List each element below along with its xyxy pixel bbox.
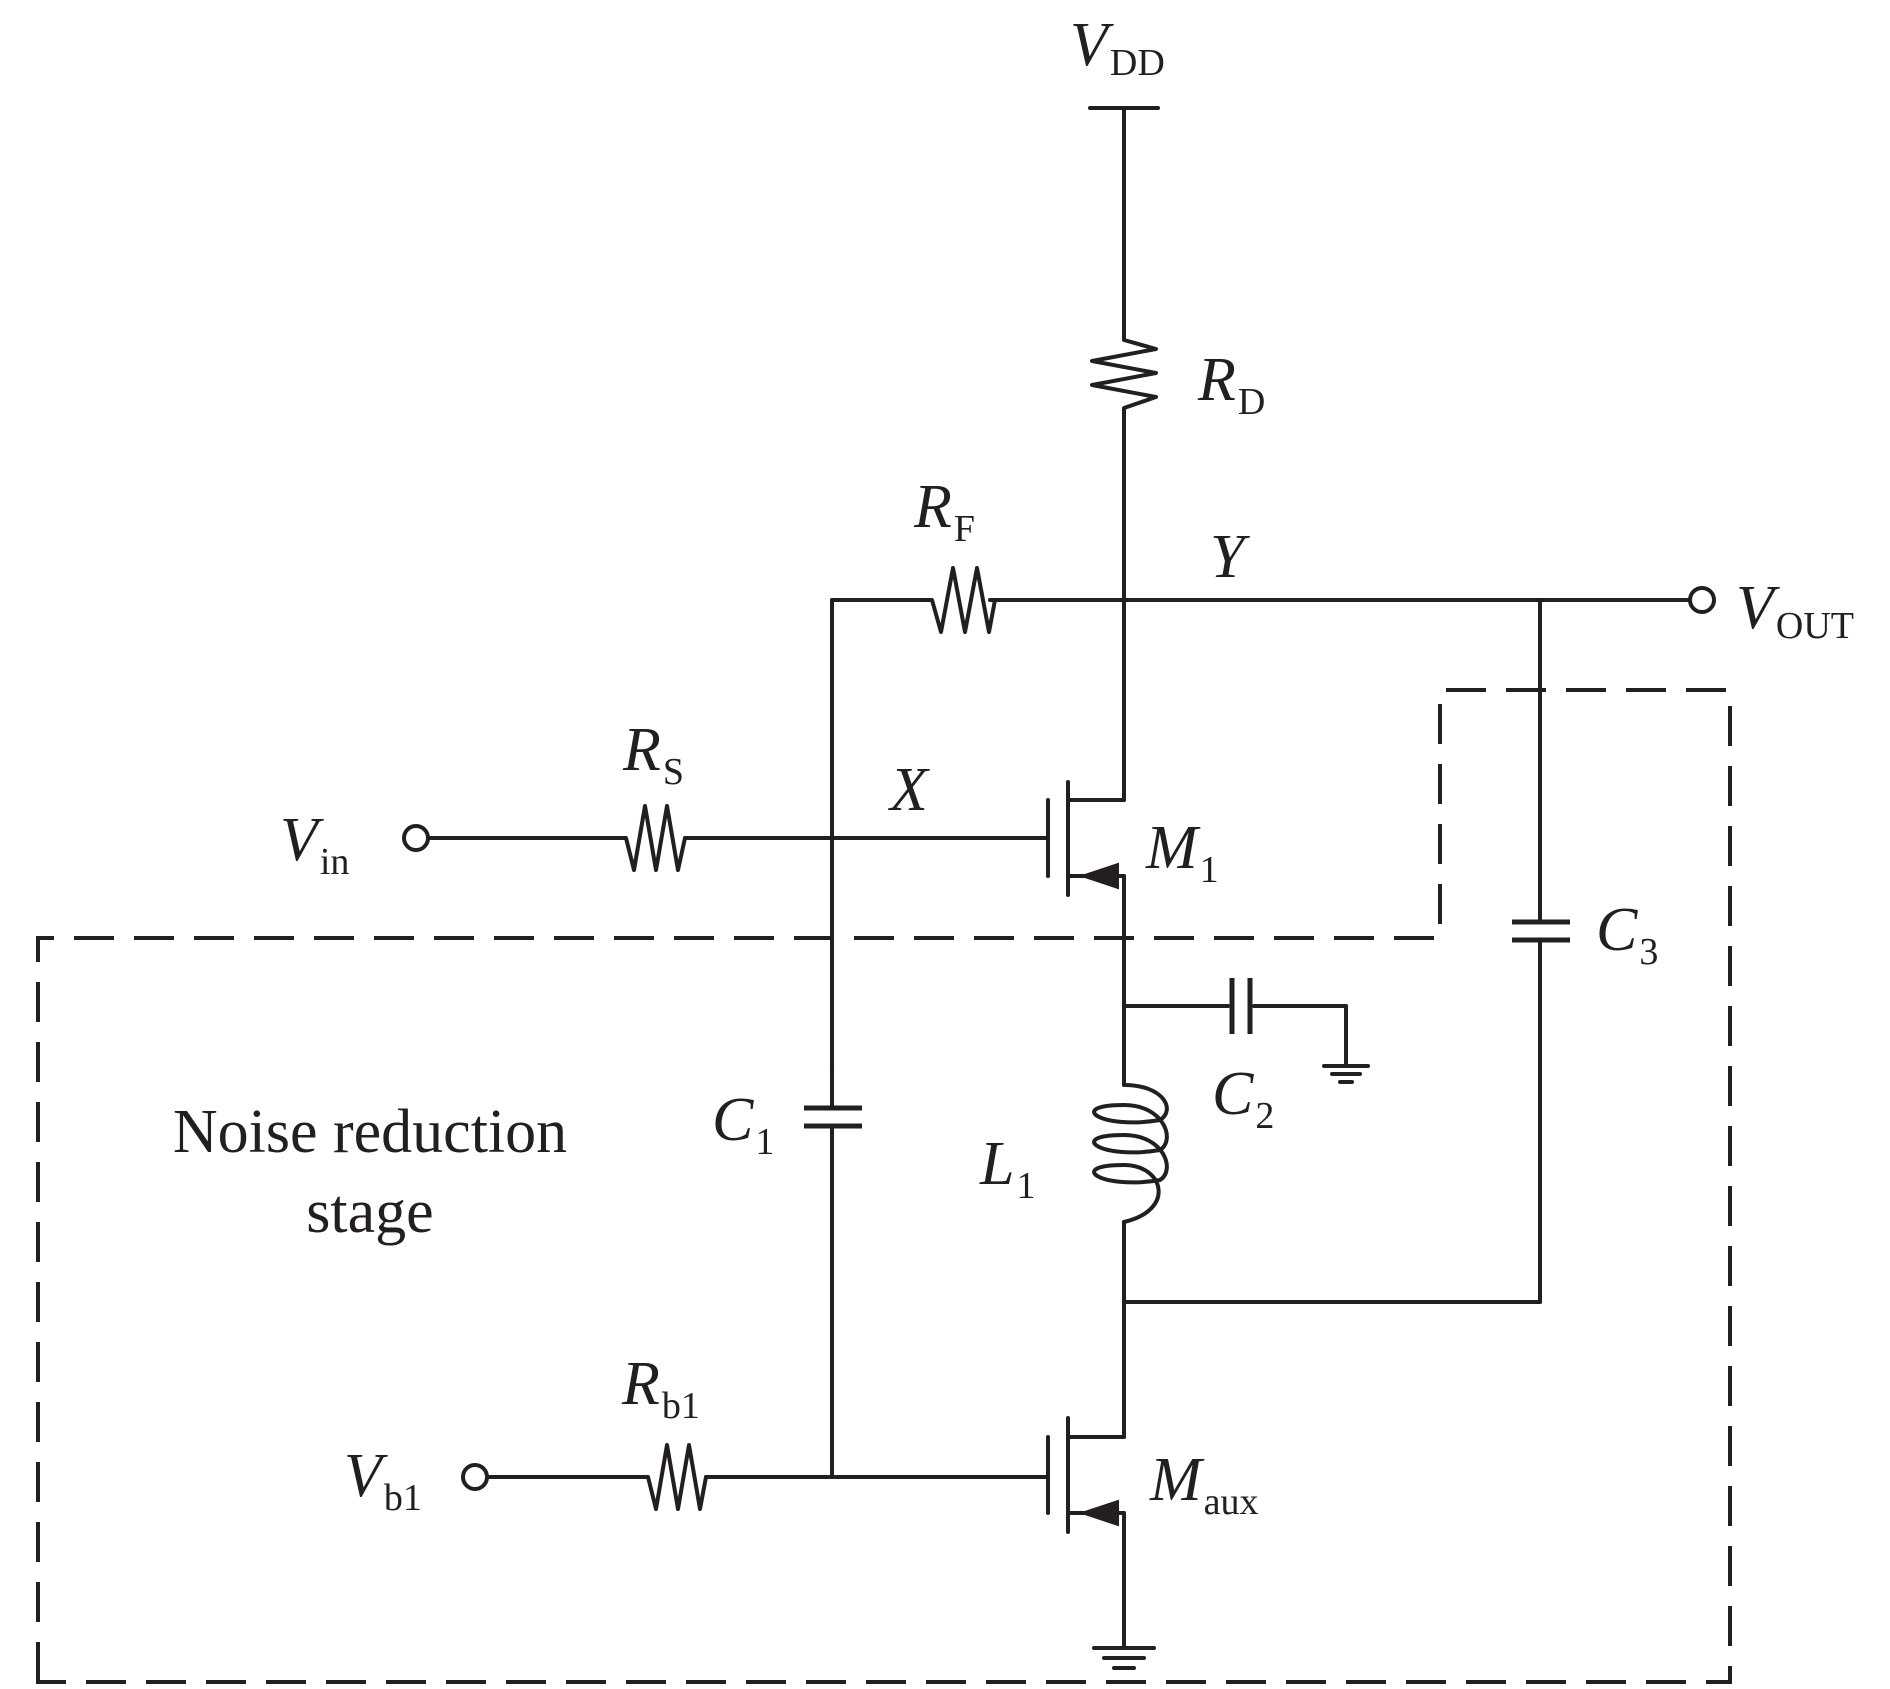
capacitor-c1 (804, 1070, 862, 1478)
noise-reduction-boundary (36, 688, 1732, 1684)
label-l1: L1 (979, 1130, 1035, 1207)
inductor-l1 (1092, 1083, 1169, 1224)
vb1-terminal[interactable] (461, 1463, 489, 1491)
label-vdd: VDD (1070, 11, 1165, 84)
label-c2: C2 (1212, 1060, 1274, 1137)
label-vin: Vin (280, 806, 349, 883)
label-m1: M1 (1145, 814, 1219, 891)
label-node-y: Y (1210, 523, 1250, 591)
vin-terminal[interactable] (402, 824, 430, 852)
label-noise-reduction-stage-line1: Noise reduction (173, 1098, 567, 1166)
label-noise-reduction-stage-line2: stage (306, 1178, 433, 1246)
label-vout: VOUT (1736, 574, 1854, 647)
label-maux: Maux (1149, 1446, 1259, 1523)
label-rd: RD (1197, 346, 1265, 423)
resistor-rb1 (638, 1443, 708, 1511)
resistor-rf (923, 566, 997, 634)
label-node-x: X (887, 756, 930, 824)
label-vb1: Vb1 (344, 1442, 422, 1519)
ground-c2-icon (1322, 1064, 1370, 1084)
label-rf: RF (913, 473, 975, 550)
capacitor-c2 (1122, 978, 1348, 1066)
ground-maux-icon (1092, 1646, 1156, 1670)
resistor-rs (618, 804, 687, 872)
transistor-maux (1046, 1416, 1126, 1534)
label-c1: C1 (712, 1086, 774, 1163)
label-rb1: Rb1 (621, 1350, 700, 1427)
vout-terminal[interactable] (1688, 586, 1716, 614)
label-c3: C3 (1596, 896, 1658, 973)
transistor-m1 (1046, 780, 1126, 897)
label-rs: RS (622, 716, 684, 793)
resistor-rd (1090, 328, 1158, 414)
capacitor-c3 (1512, 598, 1570, 1304)
vdd-rail (1088, 106, 1160, 332)
